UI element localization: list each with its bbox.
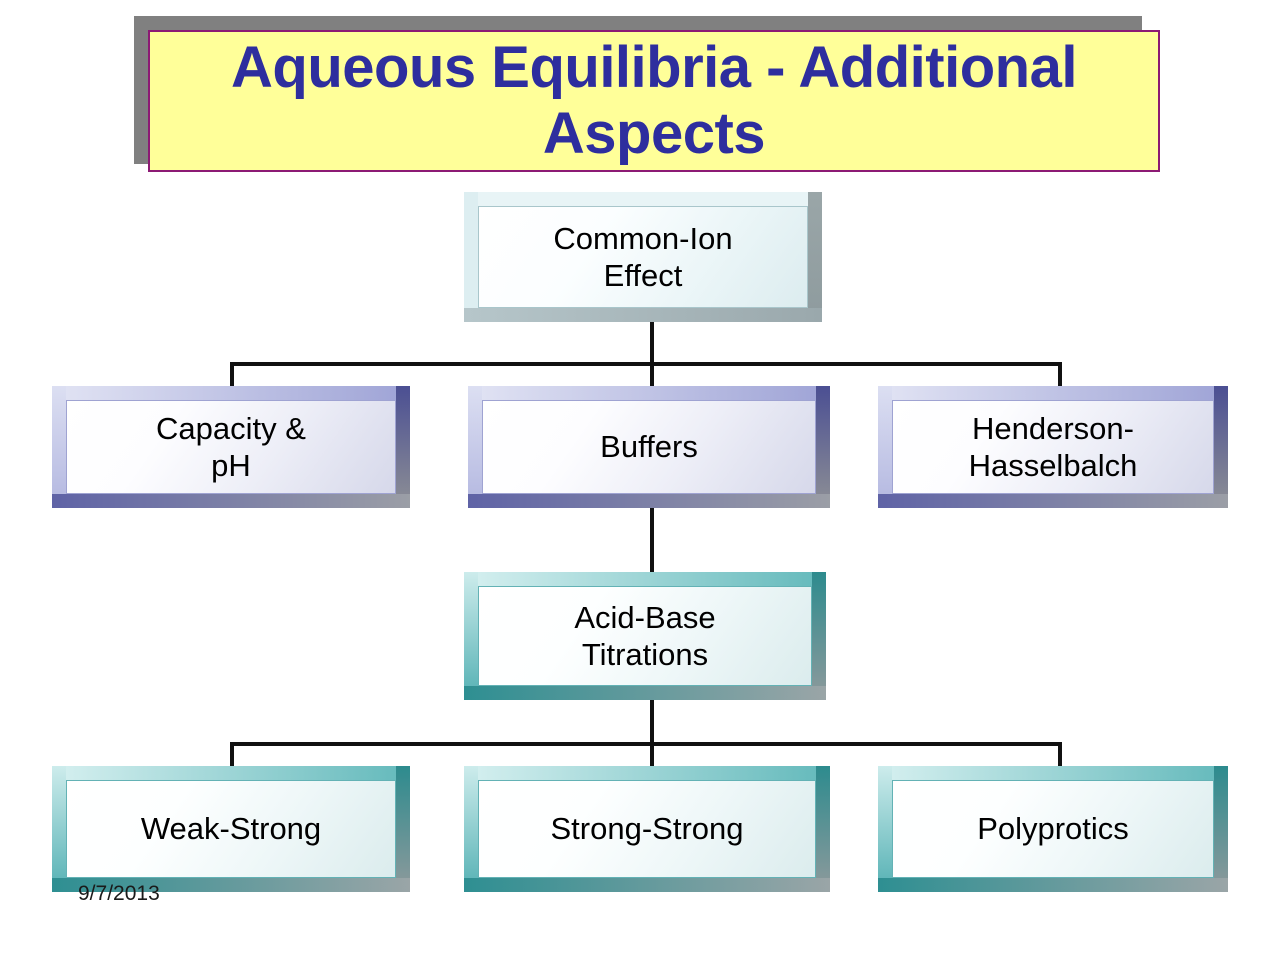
bevel-top-edge — [464, 766, 830, 780]
bevel-right-edge — [808, 192, 822, 322]
connector-to-henderson — [1058, 362, 1062, 388]
node-label: Polyprotics — [977, 811, 1129, 847]
slide-title-box: Aqueous Equilibria - Additional Aspects — [148, 30, 1160, 172]
bevel-bottom-edge — [52, 878, 410, 892]
bevel-top-edge — [464, 192, 822, 206]
title-line-2: Aspects — [542, 101, 766, 166]
node-polyprotics[interactable]: Polyprotics — [878, 766, 1228, 892]
connector-buffers-to-titrations — [650, 506, 654, 574]
node-face: Buffers — [482, 400, 816, 494]
node-capacity-ph[interactable]: Capacity &pH — [52, 386, 410, 508]
bevel-bottom-edge — [52, 494, 410, 508]
bevel-bottom-edge — [464, 686, 826, 700]
bevel-right-edge — [396, 766, 410, 892]
node-face: Weak-Strong — [66, 780, 396, 878]
bevel-bottom-edge — [468, 494, 830, 508]
slide-date: 9/7/2013 — [78, 882, 160, 905]
bevel-bottom-edge — [878, 494, 1228, 508]
bevel-left-edge — [52, 386, 66, 508]
title-line-1: Aqueous Equilibria - Additional — [231, 34, 1077, 100]
bevel-top-edge — [468, 386, 830, 400]
node-face: Henderson-Hasselbalch — [892, 400, 1214, 494]
node-weak-strong[interactable]: Weak-Strong — [52, 766, 410, 892]
bevel-left-edge — [464, 766, 478, 892]
bevel-top-edge — [464, 572, 826, 586]
node-label: Capacity &pH — [156, 410, 306, 483]
bevel-left-edge — [468, 386, 482, 508]
page-title: Aqueous Equilibria - Additional Aspects — [221, 35, 1087, 167]
connector-to-weak-strong — [230, 742, 234, 768]
bevel-bottom-edge — [878, 878, 1228, 892]
node-buffers[interactable]: Buffers — [468, 386, 830, 508]
bevel-right-edge — [1214, 766, 1228, 892]
bevel-right-edge — [816, 386, 830, 508]
node-face: Polyprotics — [892, 780, 1214, 878]
bevel-left-edge — [464, 572, 478, 700]
bevel-left-edge — [878, 386, 892, 508]
bevel-left-edge — [878, 766, 892, 892]
connector-root-down — [650, 322, 654, 366]
node-face: Strong-Strong — [478, 780, 816, 878]
bevel-top-edge — [878, 386, 1228, 400]
bevel-top-edge — [878, 766, 1228, 780]
connector-row2-bus — [230, 362, 1062, 366]
node-face: Capacity &pH — [66, 400, 396, 494]
bevel-left-edge — [52, 766, 66, 892]
bevel-right-edge — [812, 572, 826, 700]
bevel-right-edge — [816, 766, 830, 892]
node-label: Henderson-Hasselbalch — [968, 410, 1138, 483]
bevel-right-edge — [1214, 386, 1228, 508]
connector-to-capacity — [230, 362, 234, 388]
connector-row4-bus — [230, 742, 1062, 746]
connector-to-strong-strong — [650, 742, 654, 768]
node-strong-strong[interactable]: Strong-Strong — [464, 766, 830, 892]
node-henderson-hasselbalch[interactable]: Henderson-Hasselbalch — [878, 386, 1228, 508]
bevel-bottom-edge — [464, 878, 830, 892]
bevel-left-edge — [464, 192, 478, 322]
bevel-right-edge — [396, 386, 410, 508]
bevel-top-edge — [52, 766, 410, 780]
bevel-top-edge — [52, 386, 410, 400]
bevel-bottom-edge — [464, 308, 822, 322]
node-label: Strong-Strong — [550, 811, 744, 847]
connector-to-polyprotics — [1058, 742, 1062, 768]
node-label: Buffers — [600, 429, 698, 465]
connector-titrations-down — [650, 700, 654, 746]
node-label: Weak-Strong — [140, 811, 322, 847]
connector-to-buffers — [650, 362, 654, 388]
